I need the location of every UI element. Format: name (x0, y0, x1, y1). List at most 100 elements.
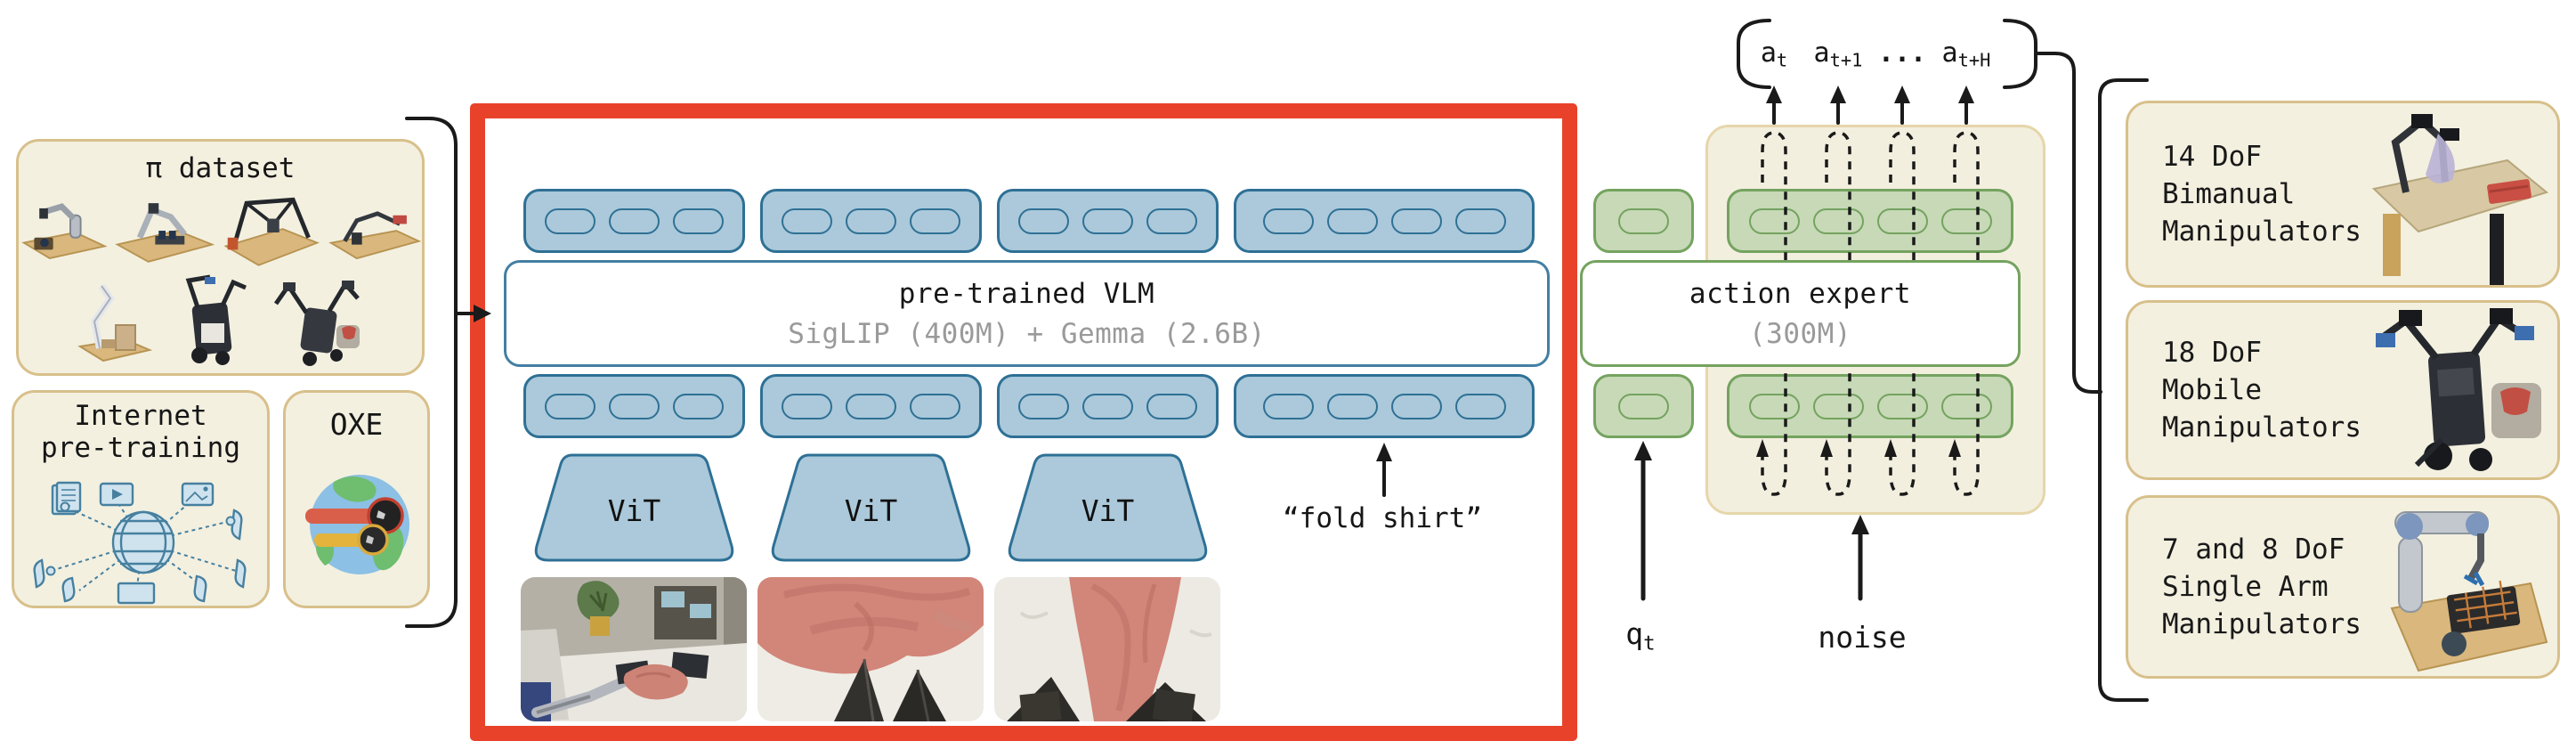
token-pill (1748, 393, 1800, 419)
oxe-globe-image (305, 475, 409, 574)
dof-box-line: 7 and 8 DoF (2162, 533, 2345, 566)
token-pill (782, 393, 832, 419)
action-expert-title: action expert (1689, 277, 1912, 310)
dof-box-single-arm: 7 and 8 DoF Single Arm Manipulators (2126, 495, 2560, 679)
vit-encoder: ViT (531, 452, 738, 568)
pi-dataset-robot-row-1 (19, 188, 422, 273)
q-arrowhead (1634, 441, 1652, 460)
dof-box-bimanual: 14 DoF Bimanual Manipulators (2126, 101, 2560, 288)
token-pill (1082, 208, 1133, 234)
token-pill (673, 393, 724, 419)
robot-arm-image (328, 211, 421, 260)
transformer-block (760, 374, 982, 438)
robot-arm-image (21, 203, 108, 260)
dof-box-line: Single Arm (2162, 570, 2329, 603)
camera-image-scene (521, 577, 747, 721)
internet-title-line2: pre-training (41, 432, 240, 464)
token-pill (1618, 393, 1669, 419)
action-token-arrowhead (1958, 86, 1974, 103)
transformer-block-text (1234, 374, 1535, 438)
token-pill (1262, 208, 1314, 234)
mobile-robot-image (2376, 308, 2541, 471)
robot-arm-image (114, 203, 215, 263)
action-expert-banner: action expert (300M) (1580, 260, 2021, 367)
token-pill (1748, 208, 1800, 234)
action-token-arrowhead (1830, 86, 1846, 103)
transformer-block (997, 374, 1219, 438)
vit-label: ViT (1081, 493, 1135, 528)
internet-pretraining-box: Internet pre-training (12, 390, 270, 608)
action-token-arrowhead (1766, 86, 1782, 103)
transformer-block (997, 189, 1219, 253)
oxe-title: OXE (329, 407, 384, 442)
bimanual-robot-image (2371, 114, 2549, 285)
vit-encoder: ViT (767, 452, 975, 568)
token-pill (1812, 393, 1864, 419)
transformer-block (760, 189, 982, 253)
training-recipe-red-box (470, 103, 1577, 741)
camera-image-gripper-left (757, 577, 984, 721)
pi-dataset-title: π dataset (145, 152, 296, 184)
action-token-label: at+H (1941, 37, 1991, 71)
transformer-block (523, 189, 745, 253)
white-arm-robot-image (77, 283, 152, 362)
vit-encoder: ViT (1004, 452, 1211, 568)
token-pill (609, 208, 660, 234)
token-pill (1618, 208, 1669, 234)
token-pill (846, 393, 896, 419)
token-pill (1454, 393, 1506, 419)
action-token-arrowhead (1894, 86, 1910, 103)
token-pill (1390, 393, 1442, 419)
single-arm-robot-image (2390, 511, 2548, 672)
vit-label: ViT (844, 493, 898, 528)
token-pill (673, 208, 724, 234)
token-pill (1390, 208, 1442, 234)
dof-box-line: Mobile (2162, 373, 2262, 406)
transformer-block (523, 374, 745, 438)
action-token-ellipsis: ... (1877, 37, 1927, 69)
pretrained-vlm-banner: pre-trained VLM SigLIP (400M) + Gemma (2… (504, 260, 1550, 367)
noise-label: noise (1818, 620, 1907, 655)
token-pill (846, 208, 896, 234)
prompt-label: “fold shirt” (1283, 502, 1482, 534)
action-token-label: at (1760, 37, 1788, 71)
dof-box-mobile: 18 DoF Mobile Manipulators (2126, 300, 2560, 480)
token-pill (1146, 208, 1197, 234)
internet-globe-illustration (33, 481, 247, 605)
dof-box-line: Manipulators (2162, 215, 2361, 248)
token-pill (1940, 208, 1992, 234)
token-pill (1454, 208, 1506, 234)
q-state-label: qt (1625, 616, 1656, 656)
token-pill (1018, 393, 1069, 419)
token-pill (910, 208, 960, 234)
token-pill (545, 208, 595, 234)
noise-arrowhead (1851, 515, 1869, 534)
mobile-robot-image (185, 274, 247, 365)
action-token-block (1727, 374, 2013, 438)
dof-box-line: 18 DoF (2162, 336, 2262, 369)
vlm-subtitle: SigLIP (400M) + Gemma (2.6B) (788, 317, 1266, 350)
token-pill (1262, 393, 1314, 419)
dof-box-line: Manipulators (2162, 411, 2361, 444)
vit-label: ViT (607, 493, 661, 528)
token-pill (1876, 393, 1928, 419)
token-pill (782, 208, 832, 234)
state-token-block (1593, 374, 1694, 438)
pi-dataset-box: π dataset (16, 139, 425, 376)
dof-box-line: Manipulators (2162, 607, 2361, 640)
token-pill (1018, 208, 1069, 234)
action-bracket-right (2003, 19, 2037, 89)
token-pill (545, 393, 595, 419)
dof-box-line: Bimanual (2162, 177, 2296, 210)
state-token-block (1593, 189, 1694, 253)
camera-image-gripper-right (994, 577, 1220, 721)
token-pill (1146, 393, 1197, 419)
internet-title-line1: Internet (74, 400, 207, 432)
gantry-robot-image (223, 197, 320, 266)
token-pill (1326, 393, 1378, 419)
token-pill (1082, 393, 1133, 419)
transformer-block-text (1234, 189, 1535, 253)
pi-dataset-robot-row-2 (19, 273, 422, 366)
dof-box-line: 14 DoF (2162, 140, 2262, 173)
